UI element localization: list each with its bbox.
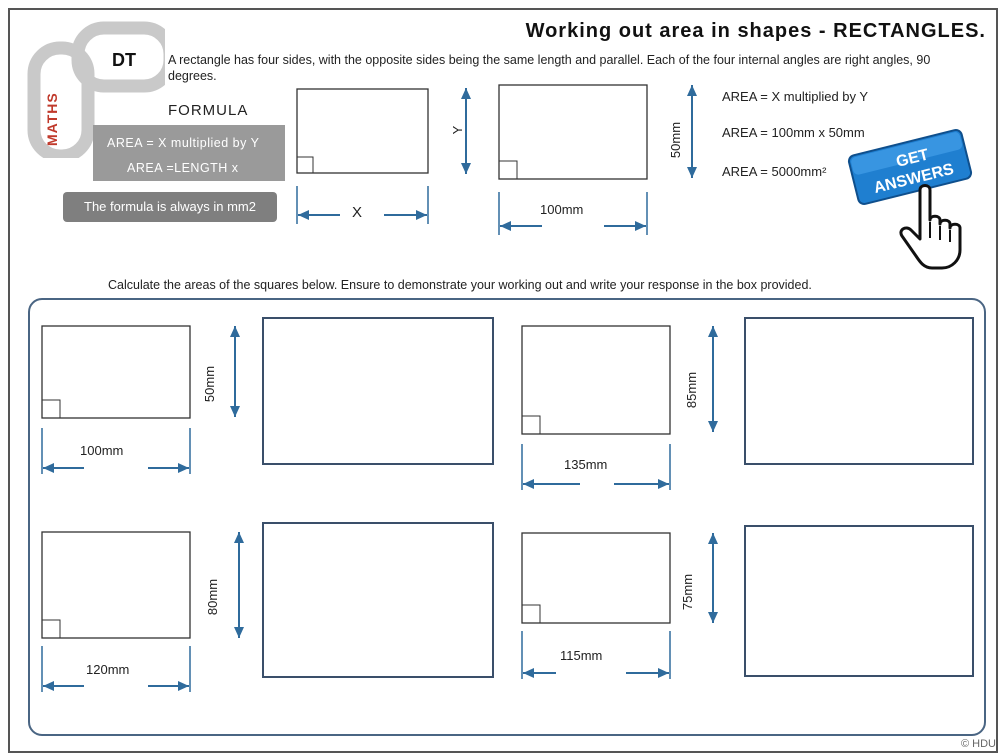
formula-heading: FORMULA <box>168 102 249 119</box>
example1-y-label: Y <box>450 125 465 135</box>
exercise-3-height-label: 80mm <box>205 578 220 616</box>
example2-height-label: 50mm <box>668 121 683 159</box>
page-title: Working out area in shapes - RECTANGLES. <box>525 20 986 42</box>
example2-step-3: AREA = 5000mm² <box>722 164 827 179</box>
exercise-3-answer-box[interactable] <box>262 522 494 678</box>
exercise-4-width-label: 115mm <box>560 648 603 663</box>
exercise-3-width-label: 120mm <box>86 662 130 677</box>
example-rectangle-xy <box>296 88 471 224</box>
exercise-2-height-label: 85mm <box>684 371 699 409</box>
exercise-panel <box>28 298 986 736</box>
exercise-1-rectangle <box>41 325 240 474</box>
intro-text: A rectangle has four sides, with the opp… <box>168 53 931 83</box>
get-answers-button[interactable]: GET ANSWERS <box>846 128 974 206</box>
example1-x-label: X <box>352 204 363 221</box>
instructions-text: Calculate the areas of the squares below… <box>108 278 812 292</box>
formula-note: The formula is always in mm2 <box>63 192 277 222</box>
formula-box: AREA = X multiplied by Y AREA =LENGTH x <box>93 125 285 181</box>
exercise-4-answer-box[interactable] <box>744 525 974 677</box>
formula-line-1: AREA = X multiplied by Y <box>107 136 260 150</box>
exercise-4-rectangle <box>521 532 718 679</box>
exercise-2-answer-box[interactable] <box>744 317 974 465</box>
example2-step-1: AREA = X multiplied by Y <box>722 89 869 104</box>
example2-step-2: AREA = 100mm x 50mm <box>722 125 865 140</box>
copyright-text: © HDU <box>961 738 996 750</box>
pointer-hand-icon <box>899 184 962 270</box>
page-frame <box>8 8 998 753</box>
example2-width-label: 100mm <box>540 202 584 217</box>
dt-maths-logo: DT MATHS <box>27 21 165 158</box>
logo-dt-text: DT <box>112 50 136 70</box>
formula-line-2: AREA =LENGTH x <box>127 161 239 175</box>
example-rectangle-100x50 <box>498 84 697 235</box>
logo-maths-text: MATHS <box>44 92 60 146</box>
exercise-2-rectangle <box>521 325 718 490</box>
exercise-4-height-label: 75mm <box>680 573 695 611</box>
exercise-1-answer-box[interactable] <box>262 317 494 465</box>
exercise-2-width-label: 135mm <box>564 457 608 472</box>
exercise-1-height-label: 50mm <box>202 365 217 403</box>
exercise-3-rectangle <box>41 531 244 692</box>
exercise-1-width-label: 100mm <box>80 443 124 458</box>
